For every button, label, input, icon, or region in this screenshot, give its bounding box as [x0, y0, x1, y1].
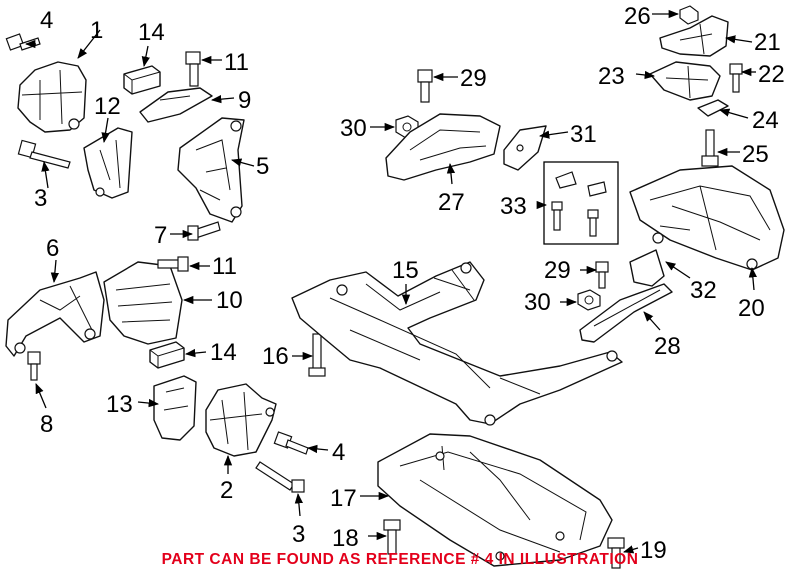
part-3-bolt-lower — [255, 461, 305, 493]
part-2-engine-mount — [205, 383, 277, 457]
part-11-bolt-top — [185, 51, 201, 87]
part-10-heat-shield — [103, 261, 183, 345]
part-14-stop-lower — [149, 341, 185, 369]
callout-8: 8 — [40, 411, 53, 438]
callout-29-right: 29 — [544, 257, 571, 284]
part-25-bolt — [701, 129, 719, 167]
part-32-bracket — [629, 249, 665, 287]
callout-14-top: 14 — [138, 19, 165, 46]
part-29-bolt-right — [595, 261, 609, 289]
callout-9: 9 — [238, 87, 251, 114]
part-1-engine-mount — [17, 61, 87, 133]
callout-32: 32 — [690, 277, 717, 304]
callout-30-right: 30 — [524, 289, 551, 316]
callout-7: 7 — [154, 222, 167, 249]
part-12-bracket — [83, 127, 133, 199]
callout-20: 20 — [738, 295, 765, 322]
callout-3-lower: 3 — [292, 521, 305, 548]
callout-5: 5 — [256, 153, 269, 180]
callout-24: 24 — [752, 107, 779, 134]
callout-23: 23 — [598, 63, 625, 90]
callout-numbers: 1 4 3 12 14 11 9 5 7 6 11 10 14 8 13 2 4… — [34, 3, 785, 564]
part-26-nut — [679, 5, 699, 25]
callout-11-top: 11 — [224, 49, 249, 76]
callout-29-top: 29 — [460, 65, 487, 92]
callout-26: 26 — [624, 3, 651, 30]
part-14-stop-top — [123, 65, 161, 95]
callout-4-lower: 4 — [332, 439, 345, 466]
callout-31: 31 — [570, 121, 597, 148]
part-4-bolt-lower — [273, 431, 309, 455]
part-5-mount-bracket — [177, 117, 245, 223]
leader-lines — [24, 9, 757, 554]
callout-14-lower: 14 — [210, 339, 237, 366]
callout-28: 28 — [654, 333, 681, 360]
part-28-reinforcement — [579, 283, 673, 343]
part-7-bolt — [187, 221, 221, 241]
part-6-bracket — [5, 271, 105, 357]
callout-16: 16 — [262, 343, 289, 370]
part-8-bolt — [27, 351, 41, 381]
callout-10: 10 — [216, 287, 243, 314]
part-31-plate — [503, 125, 547, 171]
callout-30-top: 30 — [340, 115, 367, 142]
callout-17: 17 — [330, 485, 357, 512]
part-24-plate — [697, 99, 729, 117]
part-18-bolt — [383, 519, 401, 555]
callout-25: 25 — [742, 141, 769, 168]
callout-1: 1 — [90, 17, 103, 44]
callout-19: 19 — [640, 537, 667, 564]
part-23-bracket — [649, 61, 721, 101]
reference-notice: PART CAN BE FOUND AS REFERENCE # 4 IN IL… — [161, 551, 639, 568]
part-16-bolt — [308, 333, 326, 377]
part-30-nut-right — [577, 289, 601, 311]
part-17-underbody-shield — [377, 433, 613, 567]
callout-2: 2 — [220, 477, 233, 504]
callout-27: 27 — [438, 189, 465, 216]
callout-3-left: 3 — [34, 185, 47, 212]
part-27-bracket — [385, 113, 501, 181]
callout-12: 12 — [94, 93, 121, 120]
callout-21: 21 — [754, 29, 781, 56]
callout-22: 22 — [758, 61, 785, 88]
callout-18: 18 — [332, 525, 359, 552]
part-3-bolt-left — [17, 139, 71, 169]
part-22-bolt — [729, 63, 743, 93]
part-15-subframe — [291, 261, 623, 426]
part-19-bolt — [607, 537, 625, 569]
part-11-bolt-mid — [157, 256, 189, 272]
callout-33: 33 — [500, 193, 527, 220]
part-33-bolt-kit — [543, 161, 619, 245]
callout-13: 13 — [106, 391, 133, 418]
part-13-bracket — [153, 375, 197, 441]
callout-15: 15 — [392, 257, 419, 284]
part-9-bracket — [139, 87, 213, 123]
part-4-bolt-top — [5, 33, 41, 51]
part-29-bolt-top — [417, 69, 433, 103]
callout-4-top: 4 — [40, 7, 53, 34]
part-20-subframe-bracket — [629, 165, 785, 271]
callout-6: 6 — [46, 235, 59, 262]
part-21-upper-bracket — [659, 15, 729, 57]
callout-11-mid: 11 — [212, 253, 237, 280]
